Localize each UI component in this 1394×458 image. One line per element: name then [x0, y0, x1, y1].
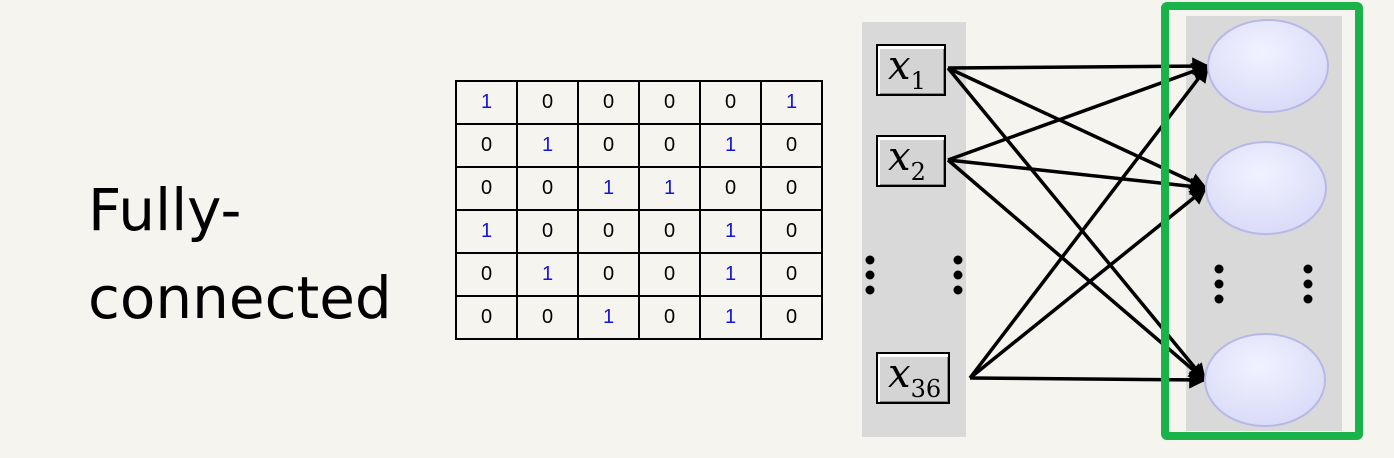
matrix-cell: 0	[455, 295, 518, 340]
matrix-cell: 0	[455, 123, 518, 168]
matrix-cell: 1	[455, 80, 518, 125]
input-symbol: x	[888, 43, 911, 89]
input-subscript: 1	[910, 67, 926, 95]
matrix-cell: 1	[516, 252, 579, 297]
matrix-cell: 0	[577, 80, 640, 125]
matrix-cell: 0	[577, 252, 640, 297]
matrix-cell: 0	[760, 166, 823, 211]
matrix-cell: 0	[577, 209, 640, 254]
output-layer-highlight	[1161, 2, 1363, 440]
output-neuron	[1205, 141, 1327, 235]
title-line-2: connected	[88, 264, 392, 332]
slide-title: Fully- connected	[88, 166, 392, 342]
matrix-cell: 0	[455, 252, 518, 297]
matrix-cell: 0	[638, 295, 701, 340]
ellipsis-marks	[865, 255, 1313, 304]
vertical-ellipsis-icon	[865, 255, 875, 295]
matrix-cell: 1	[699, 295, 762, 340]
matrix-cell: 0	[760, 295, 823, 340]
matrix-cell: 0	[760, 123, 823, 168]
matrix-cell: 1	[516, 123, 579, 168]
input-node-x1: x1	[876, 44, 946, 96]
input-node-x36: x36	[876, 352, 950, 404]
matrix-cell: 0	[638, 123, 701, 168]
matrix-cell: 0	[638, 252, 701, 297]
input-node-x2: x2	[876, 135, 946, 187]
matrix-cell: 0	[760, 252, 823, 297]
matrix-cell: 1	[455, 209, 518, 254]
output-neuron	[1204, 333, 1326, 427]
matrix-cell: 0	[760, 209, 823, 254]
output-neuron	[1207, 19, 1329, 113]
input-subscript: 2	[910, 158, 926, 186]
matrix-cell: 1	[699, 209, 762, 254]
matrix-cell: 1	[699, 252, 762, 297]
vertical-ellipsis-icon	[953, 255, 963, 295]
matrix-cell: 0	[455, 166, 518, 211]
vertical-ellipsis-icon	[1214, 264, 1224, 304]
matrix-cell: 1	[577, 166, 640, 211]
input-symbol: x	[888, 351, 911, 397]
matrix-cell: 0	[516, 209, 579, 254]
matrix-cell: 0	[638, 209, 701, 254]
matrix-cell: 1	[638, 166, 701, 211]
matrix-cell: 1	[577, 295, 640, 340]
title-line-1: Fully-	[88, 176, 242, 244]
matrix-cell: 0	[516, 166, 579, 211]
matrix-cell: 0	[638, 80, 701, 125]
matrix-cell: 1	[699, 123, 762, 168]
matrix-cell: 0	[516, 80, 579, 125]
vertical-ellipsis-icon	[1303, 264, 1313, 304]
matrix-cell: 0	[699, 80, 762, 125]
matrix-cell: 0	[516, 295, 579, 340]
input-symbol: x	[888, 134, 911, 180]
matrix-cell: 1	[760, 80, 823, 125]
output-neurons	[1204, 19, 1329, 427]
matrix-cell: 0	[699, 166, 762, 211]
matrix-cell: 0	[577, 123, 640, 168]
input-subscript: 36	[910, 375, 942, 403]
